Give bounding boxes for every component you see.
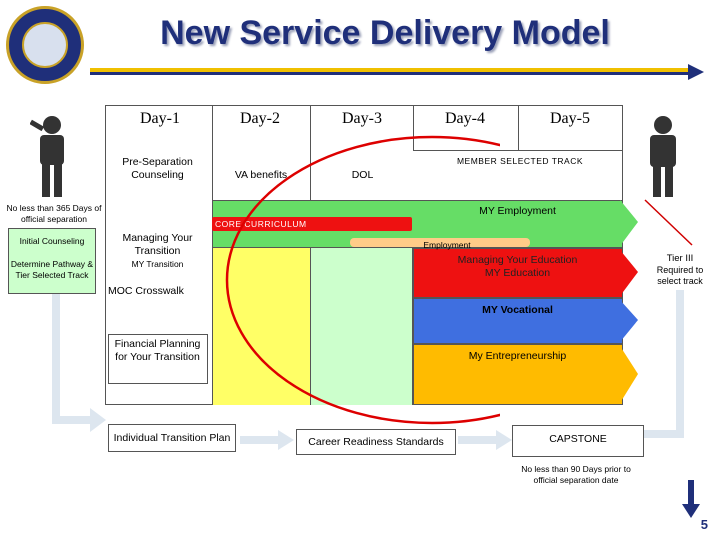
title-underline-arrow: [90, 64, 704, 80]
my-transition-label: MY Transition: [131, 259, 184, 269]
member-selected-track-label: MEMBER SELECTED TRACK: [456, 156, 584, 166]
red-diagonal-line: [644, 199, 693, 246]
civilian-silhouette-icon: [650, 116, 676, 197]
tier-iii-label: Tier III: [666, 253, 694, 264]
col-divider-1: [212, 105, 213, 200]
employment-label: Employment: [423, 240, 471, 250]
required-select-label: Required to select track: [656, 265, 704, 287]
soldier-silhouette-icon: [30, 116, 64, 197]
itp-box: [108, 424, 236, 452]
managing-education-bar: [413, 248, 623, 298]
capstone-box: [512, 425, 644, 457]
day-1-header: Day-1: [140, 110, 180, 127]
managing-transition-label: Managing Your Transition: [122, 232, 193, 258]
right-flow-arrow: [644, 290, 684, 438]
financial-planning-box: [108, 334, 208, 384]
my-vocational-label: MY Vocational: [482, 304, 553, 316]
crs-box: [296, 429, 456, 455]
crs-label: Career Readiness Standards: [308, 436, 444, 448]
col-divider-4: [518, 105, 519, 150]
my-entrepreneurship-label: My Entrepreneurship: [468, 350, 567, 362]
col-divider-2: [310, 105, 311, 200]
col-divider-3: [413, 105, 414, 150]
va-benefits-label: VA benefits: [234, 169, 288, 181]
track-arrow-tips: [620, 200, 638, 403]
my-employment-label: MY Employment: [479, 205, 556, 217]
left-flow-arrow: [52, 294, 106, 432]
day-2-header: Day-2: [240, 110, 280, 127]
day-5-header: Day-5: [550, 110, 590, 127]
itp-label: Individual Transition Plan: [113, 432, 231, 444]
highlight-ellipse: [225, 135, 500, 425]
moc-crosswalk-label: MOC Crosswalk: [108, 285, 184, 297]
seal-center: [22, 22, 68, 68]
bottom-down-arrow: [682, 480, 700, 518]
core-curriculum-bar: [212, 217, 412, 231]
page-title: New Service Delivery Model: [160, 14, 610, 52]
capstone-label: CAPSTONE: [549, 433, 607, 445]
core-curriculum-label: CORE CURRICULUM: [215, 219, 307, 229]
seal-logo: [6, 6, 84, 84]
managing-education-label: Managing Your Education MY Education: [457, 254, 578, 280]
employment-arrow: [350, 238, 530, 247]
financial-planning-label: Financial Planning for Your Transition: [114, 338, 201, 364]
day-3-header: Day-3: [342, 110, 382, 127]
initial-counseling-box: [8, 228, 96, 294]
dol-label: DOL: [351, 169, 374, 181]
page-number: 5: [700, 517, 708, 532]
day-4-header: Day-4: [445, 110, 485, 127]
header-row-divider: [413, 150, 623, 151]
my-vocational-bar: [413, 298, 623, 344]
determine-pathway-label: Determine Pathway & Tier Selected Track: [10, 259, 94, 280]
itp-to-crs-arrow: [240, 430, 294, 450]
my-entrepreneurship-bar: [413, 344, 623, 405]
pre-separation-label: Pre-Separation Counseling: [122, 156, 193, 182]
no-less-365-label: No less than 365 Days of official separa…: [6, 203, 102, 224]
no-less-90-label: No less than 90 Days prior to official s…: [521, 464, 631, 485]
crs-to-capstone-arrow: [458, 430, 512, 450]
initial-counseling-label: Initial Counseling: [19, 236, 85, 246]
